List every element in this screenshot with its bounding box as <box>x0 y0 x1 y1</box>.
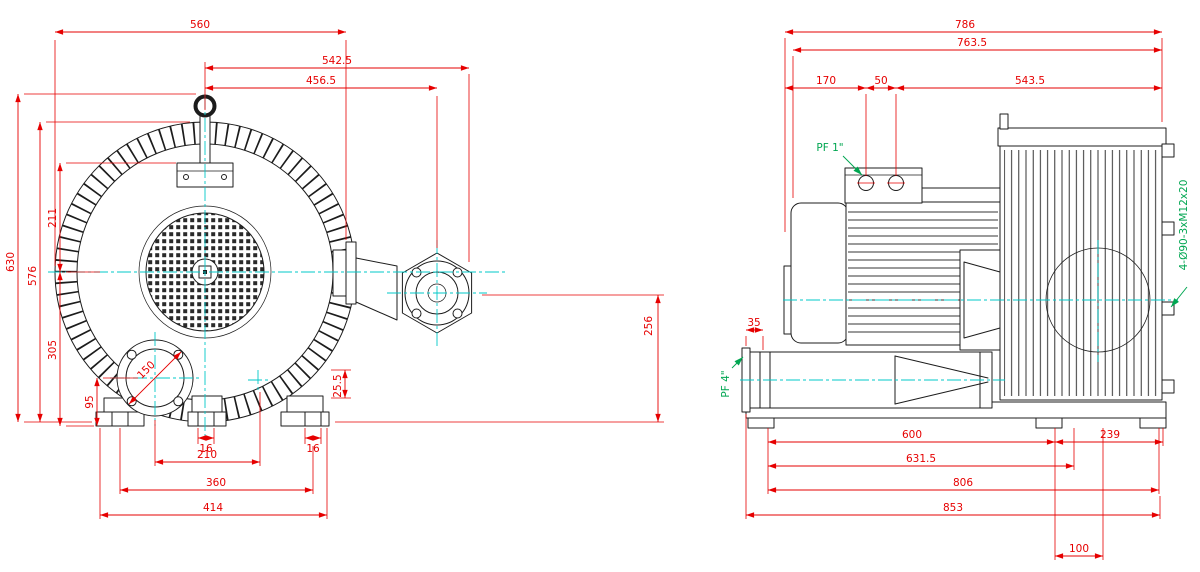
dim-label-25-5: 25.5 <box>332 374 344 397</box>
flange-tab <box>1161 301 1175 316</box>
dim-35: 35 <box>745 317 764 350</box>
dim-label-631-5: 631.5 <box>906 453 936 465</box>
note-pf4: PF 4" <box>720 356 744 398</box>
dim-label-853: 853 <box>943 502 963 514</box>
centerlines <box>48 95 1178 440</box>
motor-rear-cowl <box>921 187 1001 203</box>
dim-50: 50 <box>857 75 905 184</box>
dim-label-786: 786 <box>955 19 975 31</box>
dim-label-211: 211 <box>47 208 59 228</box>
dim-label-170: 170 <box>816 75 836 87</box>
flange-tab <box>1161 221 1175 236</box>
dim-543-5: 543.5 <box>896 75 1162 91</box>
note-label-pf1: PF 1" <box>816 142 843 154</box>
dim-100: 100 <box>1055 428 1104 560</box>
note-label-flange-bolts: 4-Ø90-3xM12x20 <box>1178 180 1190 271</box>
dim-label-576: 576 <box>27 266 39 286</box>
flange-tab <box>1161 379 1175 394</box>
dim-210: 210 <box>154 392 261 466</box>
dim-label-414: 414 <box>203 502 223 514</box>
motor-fan-cover <box>790 202 849 344</box>
dim-631-5: 631.5 <box>768 428 1075 470</box>
front-view <box>54 94 473 427</box>
dim-label-806: 806 <box>953 477 973 489</box>
dim-label-239: 239 <box>1100 429 1120 441</box>
vent-plug <box>999 113 1009 130</box>
dim-853: 853 <box>745 414 1161 519</box>
terminal-box <box>844 167 923 204</box>
dim-label-600: 600 <box>902 429 922 441</box>
dim-25-5: 25.5 <box>331 369 351 399</box>
dim-542-5: 542.5 <box>204 55 470 262</box>
dim-label-305: 305 <box>47 340 59 360</box>
dim-label-360: 360 <box>206 477 226 489</box>
foot-pad <box>1139 417 1167 429</box>
note-pf1: PF 1" <box>816 142 863 176</box>
dim-360: 360 <box>119 428 314 494</box>
dim-600: 600 <box>767 428 1056 560</box>
dim-label-560: 560 <box>190 19 210 31</box>
dim-label-543-5: 543.5 <box>1015 75 1045 87</box>
dim-414: 414 <box>99 428 328 519</box>
dim-456-5: 456.5 <box>205 75 438 248</box>
dim-label-16-left: 16 <box>199 443 213 455</box>
dim-label-95: 95 <box>84 395 96 408</box>
dim-label-35: 35 <box>747 317 760 329</box>
dim-label-542-5: 542.5 <box>322 55 352 67</box>
dim-211: 211 <box>47 162 176 273</box>
dim-label-630: 630 <box>5 252 17 272</box>
dim-label-50: 50 <box>874 75 887 87</box>
dim-576: 576 <box>27 121 190 422</box>
dim-label-100: 100 <box>1069 543 1089 555</box>
flange-tab <box>1161 143 1175 158</box>
dim-239: 239 <box>1055 428 1164 446</box>
dim-763-5: 763.5 <box>792 37 1162 198</box>
dim-16-left: 16 <box>197 428 215 455</box>
side-view <box>741 113 1175 429</box>
note-flange-bolts: 4-Ø90-3xM12x20 <box>1170 180 1190 308</box>
mounting-feet-front <box>95 395 330 427</box>
dim-label-763-5: 763.5 <box>957 37 987 49</box>
dim-label-256: 256 <box>643 316 655 336</box>
dim-305: 305 <box>47 272 94 427</box>
note-label-pf4: PF 4" <box>720 370 732 397</box>
foot-pad <box>747 417 775 429</box>
blower-housing-side <box>997 113 1175 401</box>
foot-pad <box>1035 417 1063 429</box>
dim-786: 786 <box>784 19 1163 232</box>
dim-256: 256 <box>335 294 664 423</box>
dim-170: 170 <box>785 75 867 176</box>
dim-label-210: 210 <box>197 449 217 461</box>
dim-806: 806 <box>768 428 1160 494</box>
dim-label-456-5: 456.5 <box>306 75 336 87</box>
dim-560: 560 <box>54 19 347 266</box>
discharge-duct <box>332 241 398 321</box>
